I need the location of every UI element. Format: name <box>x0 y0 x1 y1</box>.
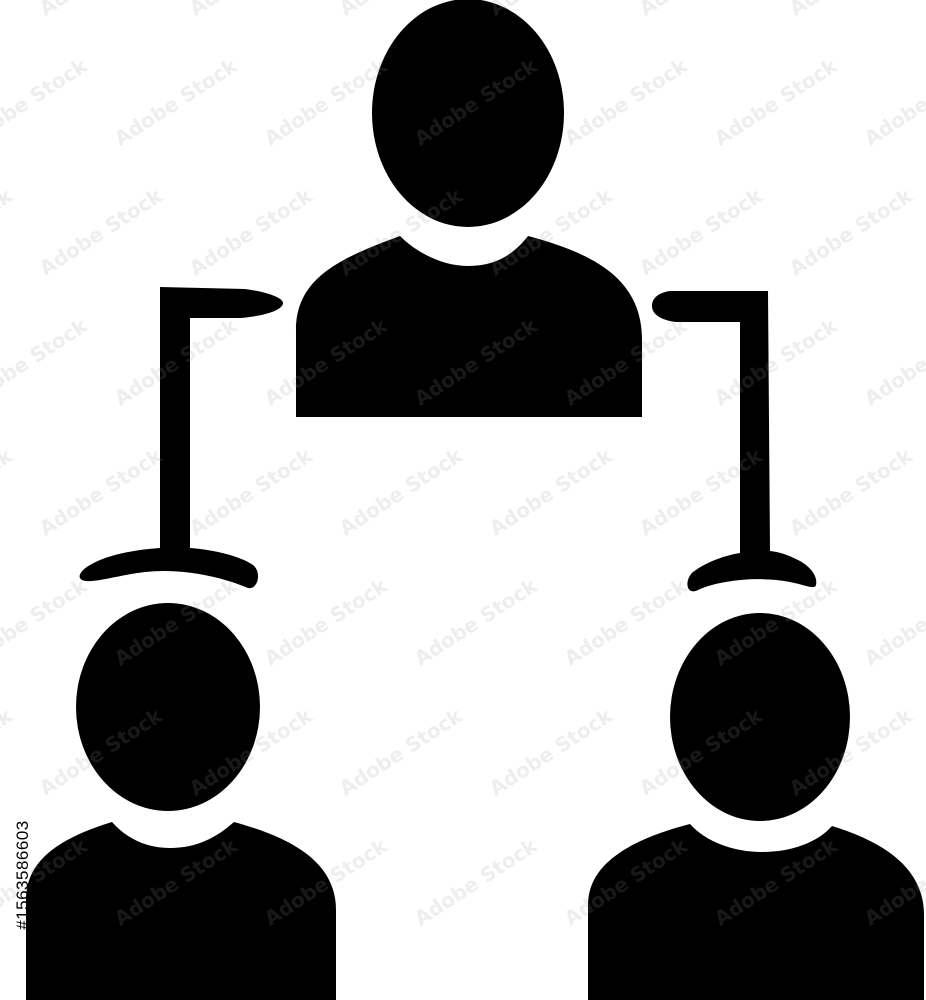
right-connector <box>652 291 817 592</box>
top-person-body <box>296 236 642 417</box>
top-person-head <box>372 0 564 227</box>
icon-shapes <box>26 0 924 1000</box>
left-person-head <box>76 603 260 811</box>
left-person-body <box>26 822 336 1000</box>
left-connector <box>79 287 283 589</box>
right-person-body <box>588 824 924 1000</box>
stock-id-label: #1563586603 <box>10 750 36 1000</box>
right-person-head <box>670 613 850 821</box>
stock-id-text: #1563586603 <box>13 820 33 930</box>
